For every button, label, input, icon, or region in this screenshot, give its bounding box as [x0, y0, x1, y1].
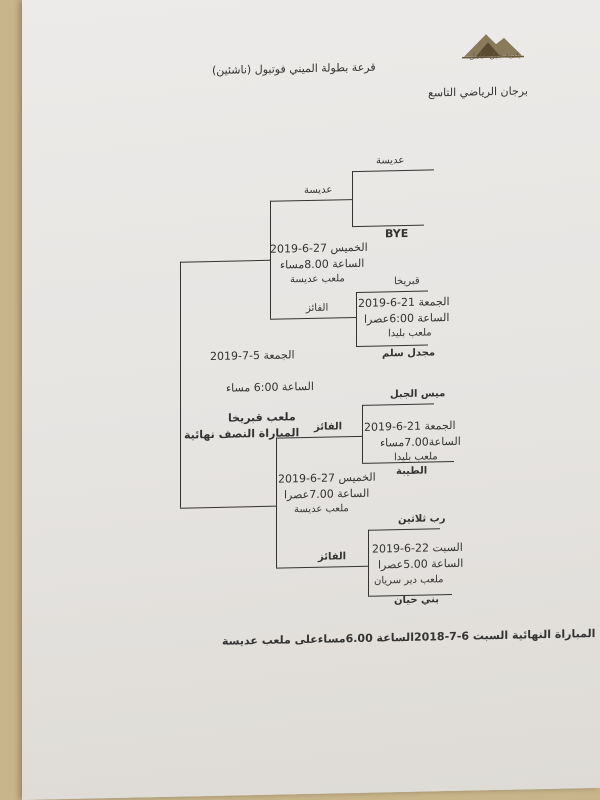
team-label: عديسة: [376, 154, 405, 167]
paper-sheet: بلدية جبل عامل قرعة بطولة الميني فوتبول …: [22, 0, 600, 800]
team-label: رب ثلاثين: [398, 513, 446, 526]
mountain-logo-icon: [462, 34, 524, 59]
match-date: الخميس 27-6-2019: [270, 240, 368, 256]
match-date: الجمعة 21-6-2019: [358, 295, 450, 310]
bracket-line: [368, 528, 440, 531]
bracket-line: [356, 290, 428, 294]
match-venue: ملعب عديسة: [290, 273, 345, 286]
bracket-line: [362, 403, 434, 407]
logo-caption: بلدية جبل عامل: [469, 50, 521, 61]
bracket-line: [352, 169, 434, 173]
team-label: بني حيان: [394, 594, 440, 607]
team-label: BYE: [385, 226, 409, 241]
bracket-line: [180, 261, 182, 508]
match-venue: ملعب عديسة: [294, 503, 349, 516]
final-venue: ملعب قبريخا: [228, 410, 296, 425]
match-time: الساعة 7.00عصرا: [284, 486, 370, 502]
page-subtitle: برجان الرياضي التاسع: [428, 84, 528, 100]
bracket-line: [270, 200, 272, 319]
bracket-line: [180, 259, 270, 263]
match-date: الخميس 27-6-2019: [278, 470, 376, 486]
page-title: قرعة بطولة الميني فوتبول (ناشئين): [212, 60, 376, 78]
bracket-line: [368, 529, 370, 596]
match-time: الساعة 6:00عصرا: [364, 311, 450, 326]
match-time: الساعة 5.00عصرا: [378, 556, 464, 572]
final-date: الجمعة 5-7-2019: [210, 348, 295, 364]
winner-label: الفائز: [314, 421, 343, 433]
bracket-line: [270, 199, 352, 202]
match-date: السبت 22-6-2019: [372, 540, 463, 556]
bracket-line: [276, 565, 368, 569]
final-match-note: المباراة النهائية السبت 6-7-2018الساعة 6…: [222, 626, 596, 648]
winner-label: الفائز: [306, 302, 329, 315]
winner-label: الفائز: [318, 551, 347, 563]
final-time: الساعة 6:00 مساء: [226, 379, 314, 395]
team-label: ميس الجبل: [390, 388, 446, 401]
team-label: الطيبة: [396, 465, 428, 478]
match-date: الجمعة 21-6-2019: [364, 418, 456, 434]
bracket-line: [362, 404, 364, 463]
match-venue: ملعب بليدا: [388, 327, 432, 340]
bracket-line: [362, 460, 454, 465]
match-time: الساعة7.00مساء: [380, 434, 461, 450]
team-label: مجدل سلم: [382, 347, 436, 360]
team-label: قبريخا: [394, 275, 420, 288]
bracket-line: [356, 291, 358, 347]
match-time: الساعة 8.00مساء: [280, 256, 365, 272]
bracket-line: [352, 171, 354, 227]
bracket-line: [270, 317, 356, 320]
bracket-line: [276, 437, 278, 568]
team-label: عديسة: [304, 184, 333, 197]
stage-label: المباراة النصف نهائية: [184, 426, 300, 442]
match-venue: ملعب دير سريان: [374, 574, 444, 587]
bracket-line: [180, 505, 276, 509]
